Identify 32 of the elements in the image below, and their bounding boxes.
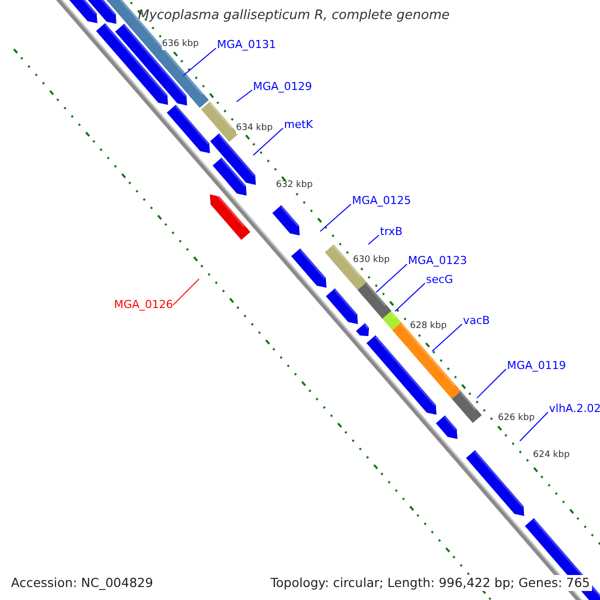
scale-label: 628 kbp <box>410 322 447 332</box>
leader-line <box>236 90 252 102</box>
leader-line <box>182 48 216 76</box>
gene-label: MGA_0119 <box>507 360 566 372</box>
gene-label: MGA_0131 <box>217 39 276 52</box>
leader-line <box>376 264 408 293</box>
gene-label: MGA_0125 <box>352 195 412 208</box>
gene-label: MGA_0126 <box>114 299 174 312</box>
gene-label: metK <box>284 119 314 132</box>
accession-text: Accession: NC_004829 <box>9 575 156 591</box>
leader-line <box>394 282 426 312</box>
scale-label: 634 kbp <box>236 124 273 134</box>
leader-line <box>432 324 462 352</box>
genome-summary-text: Topology: circular; Length: 996,422 bp; Genes: 765 <box>268 575 592 591</box>
leader-line <box>320 204 352 232</box>
gene-label: secG <box>426 274 454 286</box>
leader-line <box>476 368 506 399</box>
scale-label: 632 kbp <box>276 181 313 191</box>
leader-line <box>519 412 548 442</box>
leader-line <box>252 128 284 156</box>
gene-label: MGA_0123 <box>408 255 468 268</box>
leader-line <box>172 278 200 306</box>
gene-label: trxB <box>380 226 403 238</box>
gene-label: MGA_0129 <box>253 81 312 94</box>
map-title: Mycoplasma gallisepticum R, complete genome <box>138 9 450 24</box>
scale-label: 630 kbp <box>353 256 390 266</box>
leader-line <box>368 234 380 245</box>
scale-label: 636 kbp <box>162 40 199 50</box>
scale-label: 624 kbp <box>533 451 570 461</box>
gene-label: vlhA.2.02 <box>549 403 600 416</box>
scale-label: 626 kbp <box>498 414 535 424</box>
gene-label: vacB <box>463 315 490 328</box>
